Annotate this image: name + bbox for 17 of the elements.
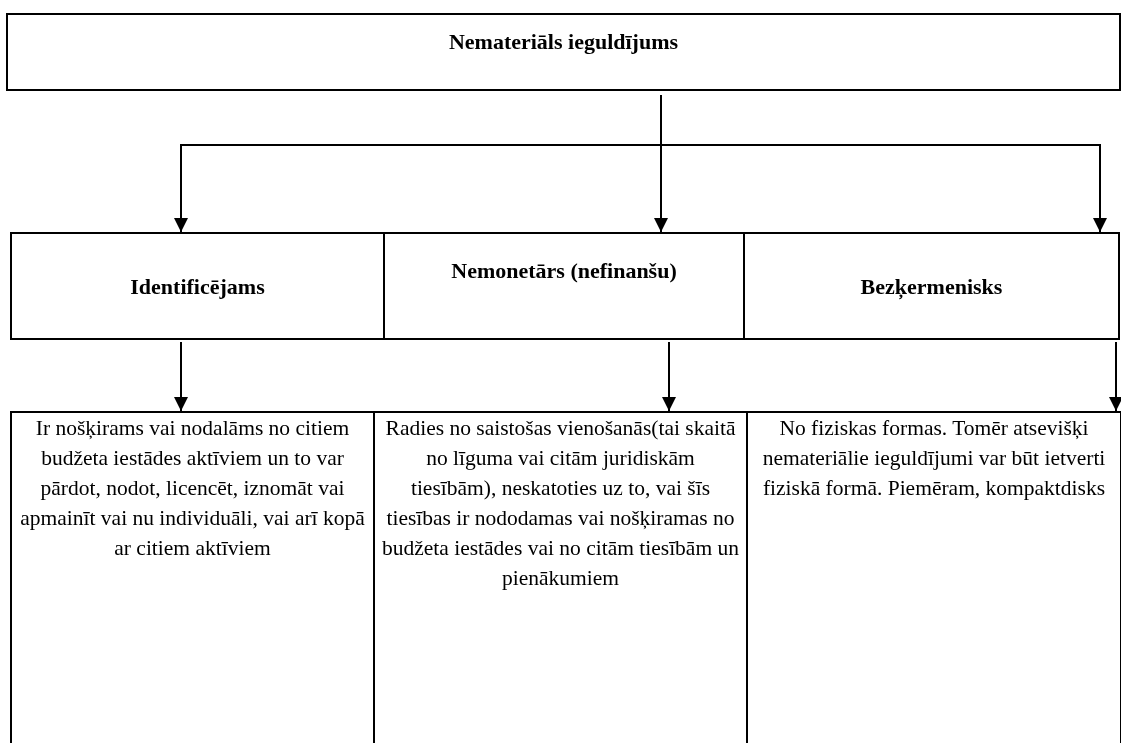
category-box — [10, 232, 385, 340]
box-heading: Nemonetārs (nefinanšu) — [450, 257, 678, 285]
category-box — [743, 232, 1120, 340]
description-text: No fiziskas formas. Tomēr atsevišķi nemateriālie ieguldījumi var būt ietverti fiziskā formā. Piemēram, kompaktdisks — [761, 415, 1107, 502]
description-text: Radies no saistošas vienošanās(tai skaitā no līguma vai citām juridiskām tiesībām), neskatoties uz to, vai šīs tiesības ir nododamas vai nošķiramas no budžeta iestādes vai no citām tiesībām un pienākumiem — [381, 415, 740, 592]
description-box — [10, 411, 375, 743]
box-heading: Bezķermenisks — [859, 273, 1004, 302]
arrow — [1109, 341, 1121, 412]
arrow — [662, 341, 676, 412]
box-heading: Nemateriāls ieguldījums — [447, 28, 680, 56]
category-box — [383, 232, 745, 340]
arrow — [660, 94, 1107, 233]
arrow — [174, 341, 188, 412]
title-box — [6, 13, 1121, 91]
description-text: Ir nošķirams vai nodalāms no citiem budžeta iestādes aktīviem un to var pārdot, nodot, licencēt, iznomāt vai apmainīt vai nu individuāli, vai arī kopā ar citiem aktīviem — [19, 415, 366, 562]
description-box — [746, 411, 1121, 743]
box-heading: Identificējams — [129, 273, 266, 301]
